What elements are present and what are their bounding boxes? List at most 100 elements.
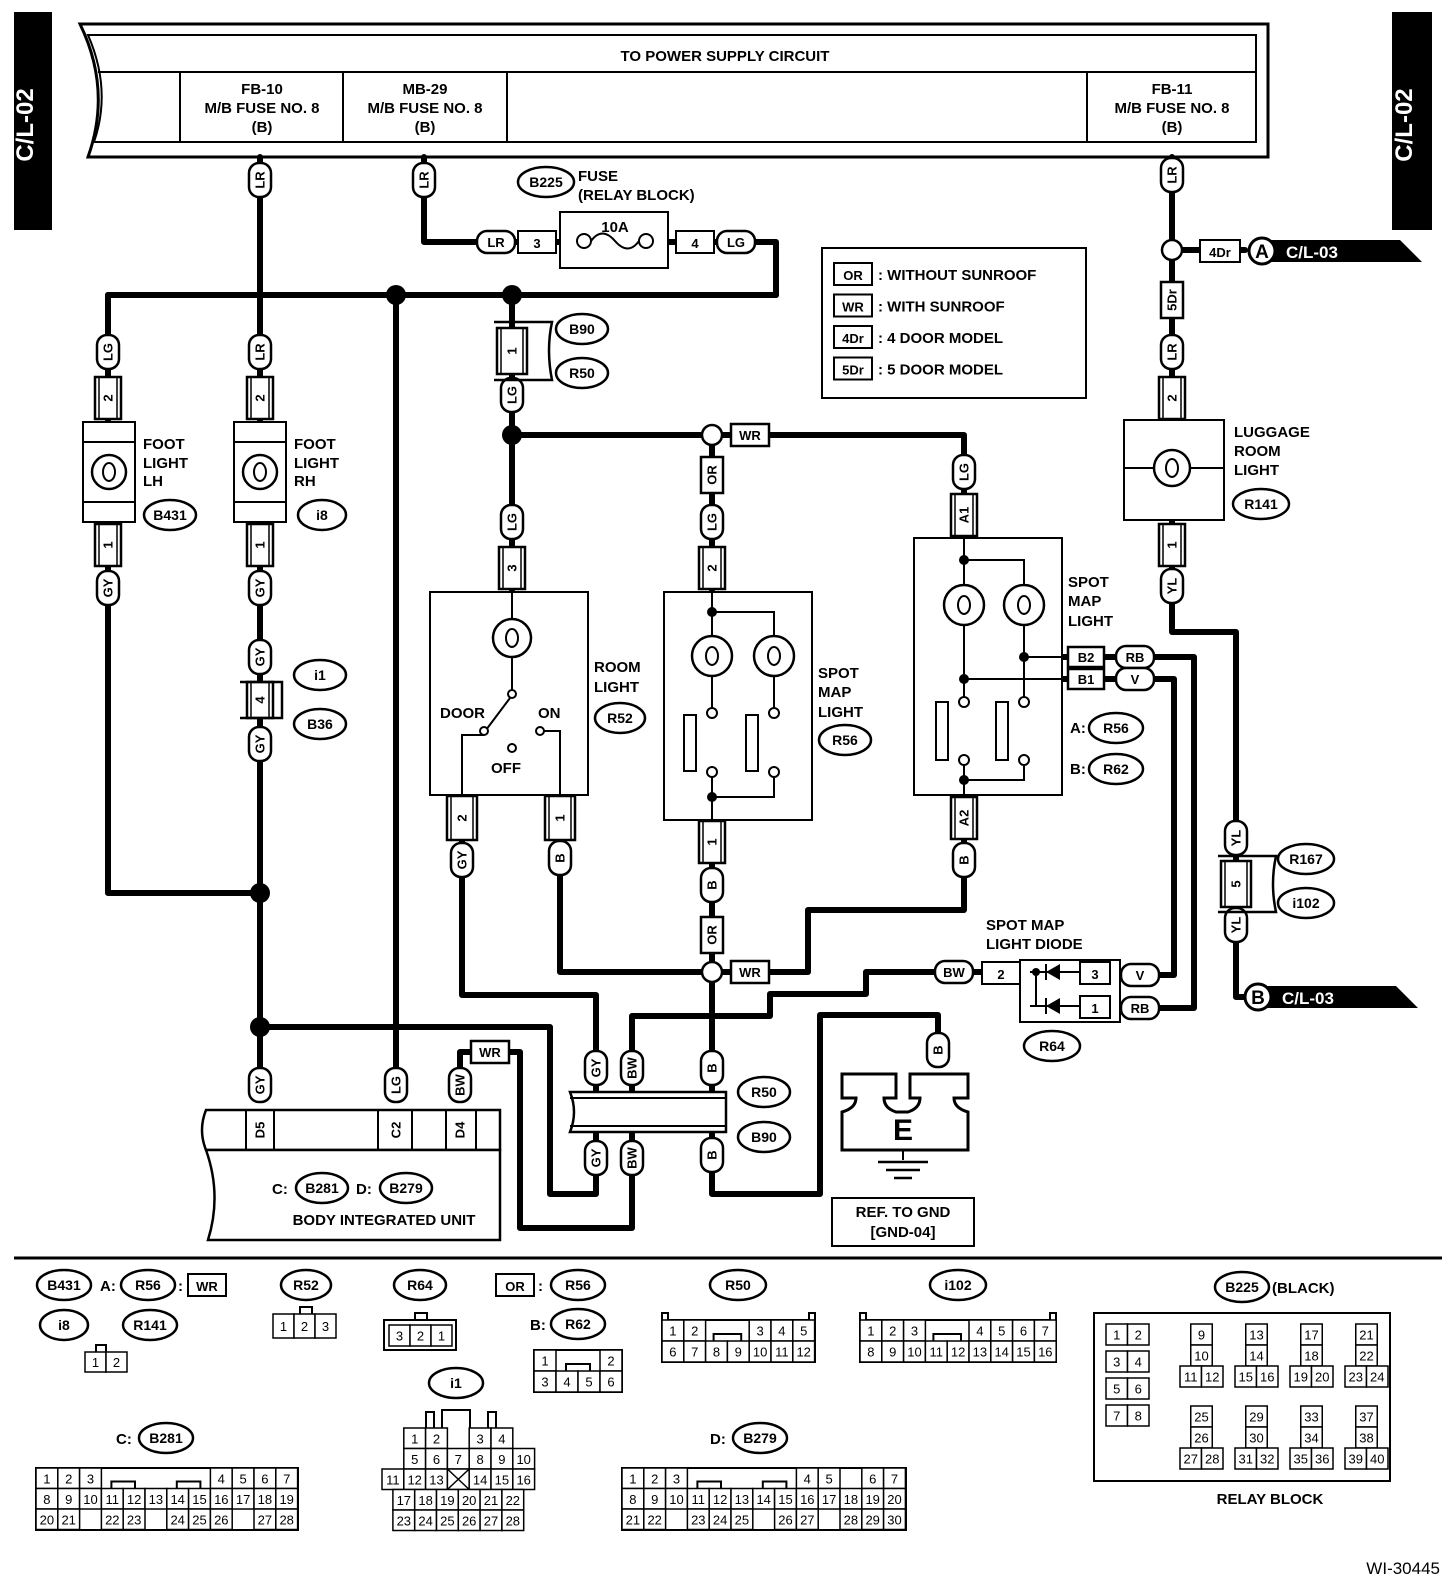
svg-text:BODY INTEGRATED UNIT: BODY INTEGRATED UNIT [293, 1212, 476, 1229]
pin-cell: 27 [800, 1512, 814, 1527]
svg-text:3: 3 [1091, 967, 1098, 982]
pin-cell: 26 [462, 1513, 476, 1528]
svg-text:LR: LR [417, 171, 432, 189]
pin-cell: 11 [106, 1492, 120, 1507]
wire-label-bw: BW [619, 1139, 645, 1177]
connector-ids: B90 R50 i1 B36 R50 B90 R167 i102 [292, 312, 1336, 1154]
svg-text:GY: GY [253, 1075, 268, 1094]
pin-cell: 1 [867, 1324, 874, 1339]
pin-cell: 1 [669, 1324, 676, 1339]
svg-text:GY: GY [589, 1058, 604, 1077]
pin-cell: 8 [867, 1345, 874, 1360]
svg-text:LIGHT: LIGHT [1068, 613, 1113, 630]
svg-text:B279: B279 [389, 1180, 423, 1196]
svg-text:5Dr: 5Dr [1165, 289, 1180, 311]
svg-text:(RELAY BLOCK): (RELAY BLOCK) [578, 187, 695, 204]
pin-cell: 25 [440, 1513, 454, 1528]
pin-cell: 9 [498, 1452, 505, 1467]
svg-text:1: 1 [253, 541, 268, 548]
legend-row: 4Dr: 4 DOOR MODEL [833, 325, 1003, 349]
svg-text:LG: LG [505, 513, 520, 531]
spot-map-light-diode: 2 3 1 SPOT MAP LIGHT DIODE R64 [981, 917, 1121, 1063]
svg-text:GY: GY [253, 578, 268, 597]
svg-text:RB: RB [1131, 1001, 1150, 1016]
svg-text:R167: R167 [1289, 851, 1323, 867]
svg-text:RH: RH [294, 473, 316, 490]
pin-cell: 30 [887, 1512, 901, 1527]
power-supply-banner: TO POWER SUPPLY CIRCUIT FB-10 M/B FUSE N… [77, 22, 1270, 159]
pin-cell: 1 [411, 1431, 418, 1446]
wire-code-wr: WR [469, 1039, 511, 1065]
svg-text:i8: i8 [316, 507, 328, 523]
pin-cell: 20 [462, 1493, 476, 1508]
pin-cell: 16 [1260, 1370, 1274, 1385]
wire-label-b: B [547, 839, 573, 877]
wire-label-lg: LG [951, 453, 977, 491]
svg-text:3: 3 [505, 564, 520, 571]
svg-text:i1: i1 [314, 667, 326, 683]
pin-b1: B1 [1066, 667, 1106, 691]
svg-text::: : [178, 1278, 183, 1295]
pin-cell: 28 [1205, 1452, 1219, 1467]
pin-cell: 4 [1135, 1355, 1142, 1370]
pin-cell: 29 [1249, 1410, 1263, 1425]
svg-text:WR: WR [196, 1279, 218, 1294]
pin-cell: 32 [1260, 1452, 1274, 1467]
pin-cell: 6 [261, 1471, 268, 1486]
pin-cell: 14 [1249, 1349, 1263, 1364]
svg-text:2: 2 [705, 564, 720, 571]
svg-text:LG: LG [101, 343, 116, 361]
wire-label-gy: GY [449, 841, 475, 879]
svg-text:4: 4 [691, 236, 699, 251]
svg-text:FB-11: FB-11 [1152, 81, 1193, 98]
svg-text:ON: ON [538, 705, 561, 722]
wire-label-lr: LR [1159, 333, 1185, 371]
pin-cell: 16 [1038, 1345, 1052, 1360]
svg-text:LG: LG [705, 513, 720, 531]
pin-cell: 12 [796, 1345, 810, 1360]
svg-text:MB-29: MB-29 [402, 81, 447, 98]
svg-text:i102: i102 [944, 1277, 971, 1293]
wire-label-lr: LR [475, 229, 517, 255]
svg-text:FB-10: FB-10 [241, 81, 283, 98]
pin-cell: 1 [280, 1319, 287, 1334]
wire-label-lg: LG [499, 503, 525, 541]
pin-cell: 17 [1304, 1328, 1318, 1343]
foot-light-lh: FOOT LIGHT LH B431 [82, 421, 198, 532]
svg-text:B: B [705, 1150, 720, 1159]
pin-cell: 25 [192, 1512, 206, 1527]
pin-cell: 10 [669, 1492, 683, 1507]
pin-cell: 13 [973, 1345, 987, 1360]
pin-cell: 3 [396, 1329, 403, 1344]
pin-cell: 2 [417, 1329, 424, 1344]
pin-cell: 2 [691, 1324, 698, 1339]
pin-cell: 5 [411, 1452, 418, 1467]
legend-row: 5Dr: 5 DOOR MODEL [833, 356, 1003, 381]
pin-cell: 5 [239, 1471, 246, 1486]
svg-text:B225: B225 [529, 174, 563, 190]
pin-cell: 3 [673, 1471, 680, 1486]
pin-cell: 8 [629, 1492, 636, 1507]
pin-cell: 9 [1198, 1328, 1205, 1343]
wire-label-lg: LG [383, 1066, 409, 1104]
svg-text:BW: BW [625, 1146, 640, 1168]
svg-text:1: 1 [553, 814, 568, 821]
svg-text:GY: GY [253, 734, 268, 753]
pin-cell: 31 [1239, 1452, 1253, 1467]
wire-label-gy: GY [247, 569, 273, 607]
pin-cell: 24 [418, 1513, 432, 1528]
pin-cell: 18 [844, 1492, 858, 1507]
wire-label-bw: BW [447, 1066, 473, 1104]
pin-cell: 6 [1135, 1382, 1142, 1397]
svg-text:MAP: MAP [818, 684, 851, 701]
fuse-b225: 10A 3 4 B225 FUSE (RELAY BLOCK) [516, 165, 715, 269]
svg-text:B: B [553, 853, 568, 862]
pin-cell: 2 [65, 1471, 72, 1486]
pin-cell: 6 [607, 1375, 614, 1390]
svg-text:RB: RB [1126, 650, 1145, 665]
pin-cell: 6 [869, 1471, 876, 1486]
pin-cell: 25 [735, 1512, 749, 1527]
svg-text:LUGGAGE: LUGGAGE [1234, 424, 1310, 441]
